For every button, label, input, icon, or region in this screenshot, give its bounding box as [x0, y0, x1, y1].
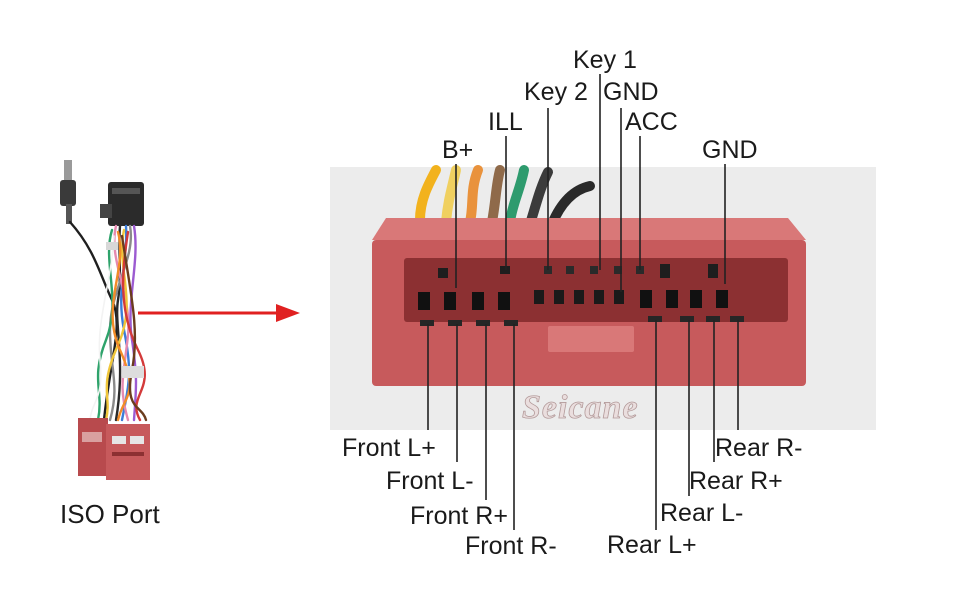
watermark-logo: Seicane — [522, 389, 639, 426]
antenna-plug-icon — [60, 160, 76, 224]
label-front-r-minus: Front R- — [465, 532, 557, 560]
label-front-l-minus: Front L- — [386, 467, 474, 495]
connector-lower-shell — [404, 322, 788, 372]
label-front-l-plus: Front L+ — [342, 434, 436, 462]
connector-key-tab — [548, 326, 634, 352]
label-key1: Key 1 — [573, 46, 637, 74]
label-key2: Key 2 — [524, 78, 588, 106]
leader-lines — [427, 74, 739, 530]
label-b-plus: B+ — [442, 136, 473, 164]
connector-top-face — [372, 218, 806, 240]
iso-connector-small — [78, 418, 150, 480]
pin-row-lower — [420, 316, 744, 326]
label-acc: ACC — [625, 108, 678, 136]
label-rear-l-minus: Rear L- — [660, 499, 743, 527]
plug-connector-icon — [100, 182, 144, 226]
label-ill: ILL — [488, 108, 523, 136]
pin-labels: Key 1 Key 2 GND ILL ACC B+ GND Front L+ … — [342, 46, 803, 560]
label-gnd-top: GND — [603, 78, 659, 106]
connector-photo: Seicane — [330, 165, 876, 430]
label-gnd-right: GND — [702, 136, 758, 164]
arrow-icon — [138, 304, 300, 322]
label-front-r-plus: Front R+ — [410, 502, 508, 530]
pin-row-middle — [418, 290, 728, 310]
harness-photo — [60, 160, 150, 480]
wire-tag — [106, 242, 118, 250]
label-rear-r-plus: Rear R+ — [689, 467, 783, 495]
iso-port-caption: ISO Port — [60, 499, 160, 529]
wire-bundle — [68, 220, 148, 422]
label-rear-r-minus: Rear R- — [715, 434, 803, 462]
wire-tag — [122, 366, 144, 378]
label-rear-l-plus: Rear L+ — [607, 531, 697, 559]
